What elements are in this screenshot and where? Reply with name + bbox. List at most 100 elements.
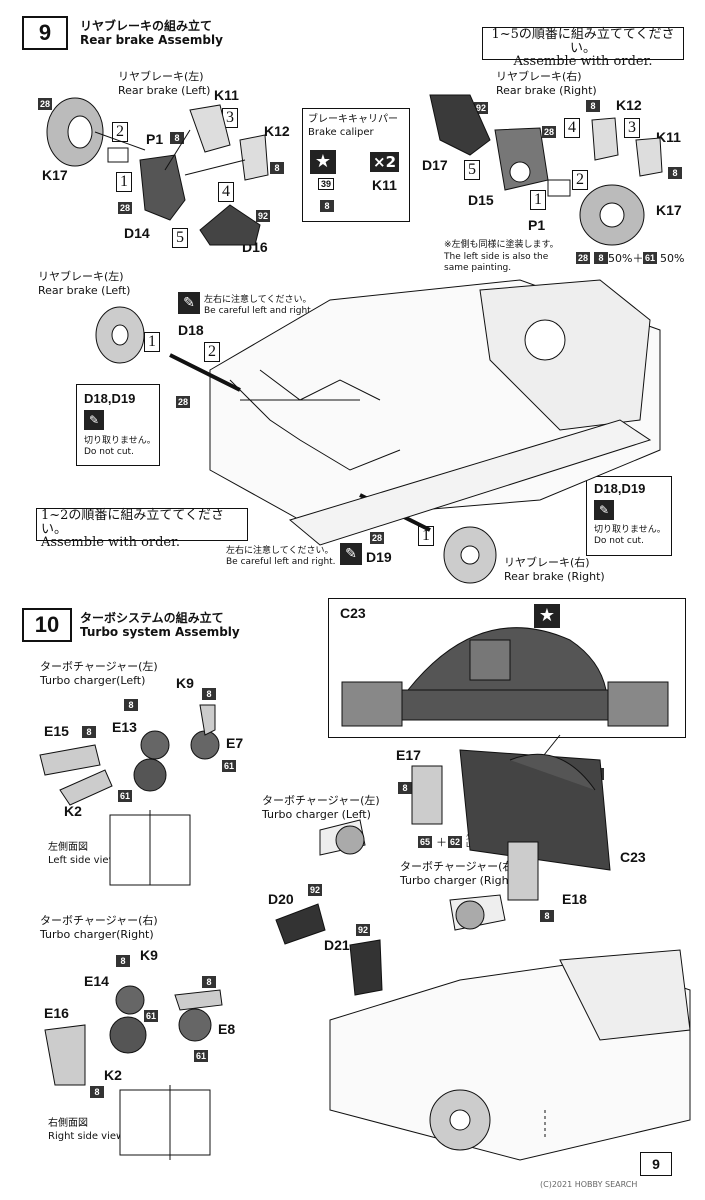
left-view-jp: 左側面図 xyxy=(48,842,88,853)
c23-detail-label: C23 xyxy=(340,605,366,621)
paint-8-k12-right: 8 xyxy=(586,100,600,112)
tc-left-group-title: ターボチャージャー(左) Turbo charger(Left) xyxy=(40,660,158,688)
paint-28-d14: 28 xyxy=(118,202,133,214)
tc-right-asm-en: Turbo charger (Right) xyxy=(400,873,518,887)
order-note-en: Assemble with order. xyxy=(513,54,653,70)
right-view-en: Right side view xyxy=(48,1130,125,1142)
seq-4-right: 4 xyxy=(564,118,580,138)
no-cut-text-left: 切り取りません。 Do not cut. xyxy=(84,436,156,459)
paint-note-jp: ※左側も同様に塗装します。 xyxy=(444,240,559,250)
order-note-jp: 1~5の順番に組み立ててください。 xyxy=(491,27,675,56)
order-note-1-2: 1~2の順番に組み立ててください。 Assemble with order. xyxy=(36,508,248,549)
left-view-en: Left side view xyxy=(48,854,117,866)
careful2-en: Be careful left and right. xyxy=(226,557,336,568)
tc-right-title-jp: ターボチャージャー(右) xyxy=(40,914,158,927)
caliper-code: 39 xyxy=(318,178,335,190)
label-d17: D17 xyxy=(422,157,448,173)
label-k12-right: K12 xyxy=(616,97,642,113)
seq-3-right: 3 xyxy=(624,118,640,138)
right-brake-title: リヤブレーキ(右) Rear brake (Right) xyxy=(496,70,597,98)
paint-8-e18: 8 xyxy=(540,910,554,922)
no-cut-jp-left: 切り取りません。 xyxy=(84,436,156,446)
paint-28-axle-right: 28 xyxy=(370,532,385,544)
assembly-left-en: Rear brake (Left) xyxy=(38,283,131,297)
label-p1-right: P1 xyxy=(528,217,546,233)
paint-62: 62 xyxy=(448,836,463,848)
seq-1-assy-left: 1 xyxy=(144,332,160,352)
paint-65: 65 xyxy=(418,836,433,848)
right-brake-title-jp: リヤブレーキ(右) xyxy=(496,70,582,83)
left-side-view-caption: 左側面図 Left side view xyxy=(48,842,117,867)
no-cut-box-right xyxy=(586,476,672,556)
paint-8-k9-left: 8 xyxy=(124,699,138,711)
knife-icon-2: ✎ xyxy=(594,500,614,520)
mix-note-2: 50% xyxy=(660,252,685,265)
paint-28-k17-left: 28 xyxy=(38,98,53,110)
assembly-left-title: リヤブレーキ(左) Rear brake (Left) xyxy=(38,270,130,298)
step-10-number: 10 xyxy=(22,608,72,642)
assembly-right-jp: リヤブレーキ(右) xyxy=(504,556,590,569)
right-side-view-caption: 右側面図 Right side view xyxy=(48,1118,124,1143)
paint-8-e16: 8 xyxy=(90,1086,104,1098)
no-cut-en-left: Do not cut. xyxy=(84,447,134,458)
paint-28-axle-left: 28 xyxy=(176,396,191,408)
star-icon-c23: ★ xyxy=(534,604,560,628)
paint-92-d16: 92 xyxy=(256,210,271,222)
paint-8-k12-left: 8 xyxy=(270,162,284,174)
label-k11-right: K11 xyxy=(656,129,681,145)
right-view-jp: 右側面図 xyxy=(48,1118,88,1129)
step-10-title-jp: ターボシステムの組み立て xyxy=(80,611,224,625)
tc-left-asm-en: Turbo charger (Left) xyxy=(262,807,371,821)
paint-note-en-1: The left side is also the xyxy=(444,251,549,262)
careful-jp: 左右に注意してください。 xyxy=(204,295,312,305)
careful2-jp: 左右に注意してください。 xyxy=(226,546,334,556)
paint-8-k11-right: 8 xyxy=(668,167,682,179)
caliper-box-title: ブレーキキャリパー Brake caliper xyxy=(308,114,398,139)
star-icon: ★ xyxy=(310,150,336,174)
caliper-paint: 8 xyxy=(320,200,334,212)
paint-note-en-2: same painting. xyxy=(444,263,512,274)
paint-note: ※左側も同様に塗装します。 The left side is also the … xyxy=(444,240,559,275)
label-k2-right: K2 xyxy=(104,1067,122,1083)
tc-right-title-en: Turbo charger(Right) xyxy=(40,927,154,941)
tc-left-title-jp: ターボチャージャー(左) xyxy=(40,660,158,673)
seq-2-assy-left: 2 xyxy=(204,342,220,362)
no-cut-en-right: Do not cut. xyxy=(594,536,644,547)
left-brake-title-jp: リヤブレーキ(左) xyxy=(118,70,204,83)
left-brake-title-en: Rear brake (Left) xyxy=(118,83,211,97)
paint-8-e15: 8 xyxy=(82,726,96,738)
right-brake-title-en: Rear brake (Right) xyxy=(496,83,597,97)
label-k12-left: K12 xyxy=(264,123,290,139)
part-label-d19: D19 xyxy=(366,549,392,565)
label-c23: C23 xyxy=(620,849,646,865)
label-k17-right: K17 xyxy=(656,202,682,218)
label-e18: E18 xyxy=(562,891,587,907)
caution-icon: ✎ xyxy=(178,292,200,314)
tc-left-assembly-title: ターボチャージャー(左) Turbo charger (Left) xyxy=(262,794,380,822)
label-d20: D20 xyxy=(268,891,294,907)
paint-61-e14: 61 xyxy=(144,1010,159,1022)
seq-1-left: 1 xyxy=(116,172,132,192)
caliper-title-en: Brake caliper xyxy=(308,126,374,138)
paint-28-right: 28 xyxy=(576,252,591,264)
label-e7: E7 xyxy=(226,735,244,751)
paint-8-right: 8 xyxy=(594,252,608,264)
paint-61-right: 61 xyxy=(643,252,658,264)
label-k2-left: K2 xyxy=(64,803,82,819)
label-e16: E16 xyxy=(44,1005,69,1021)
paint-8-e8-top: 8 xyxy=(202,976,216,988)
order2-jp: 1~2の順番に組み立ててください。 xyxy=(41,508,225,537)
tc-left-title-en: Turbo charger(Left) xyxy=(40,673,146,687)
paint-8-e17: 8 xyxy=(398,782,412,794)
label-k17-left: K17 xyxy=(42,167,68,183)
label-d21: D21 xyxy=(324,937,350,953)
tc-right-asm-jp: ターボチャージャー(右) xyxy=(400,860,518,873)
caution-icon-2: ✎ xyxy=(340,543,362,565)
label-d14: D14 xyxy=(124,225,150,241)
page-number: 9 xyxy=(640,1152,672,1176)
careful-note-2: 左右に注意してください。 Be careful left and right. xyxy=(226,546,336,569)
paint-8-k9-right: 8 xyxy=(116,955,130,967)
label-e13: E13 xyxy=(112,719,137,735)
paint-61-e7: 61 xyxy=(222,760,237,772)
